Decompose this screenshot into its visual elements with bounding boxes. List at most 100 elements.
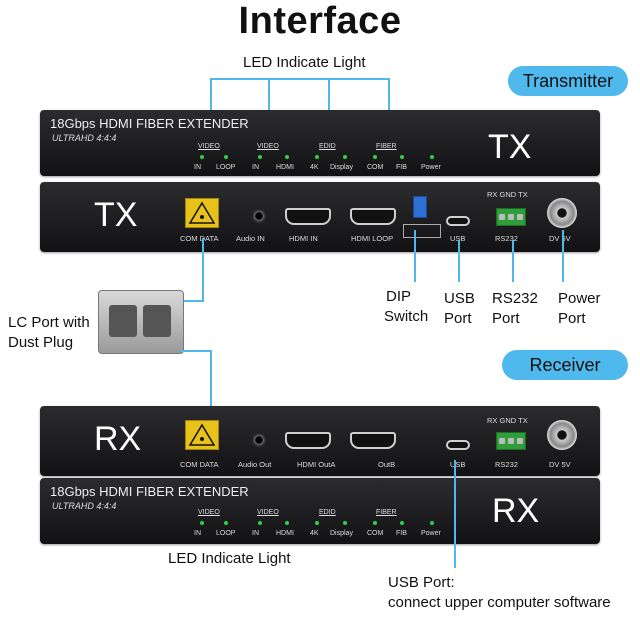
led-group-label: EDID — [319, 509, 336, 516]
led-label: IN — [194, 164, 201, 171]
port-label: Audio IN — [236, 234, 265, 243]
sfp-port — [185, 420, 219, 450]
port-label: USB — [450, 460, 466, 469]
lc-port-callout-line1: LC Port with — [8, 314, 90, 331]
led-label: LOOP — [216, 164, 236, 171]
led-group-label: VIDEO — [198, 509, 220, 516]
product-title: 18Gbps HDMI FIBER EXTENDER — [50, 116, 249, 131]
led-indicator — [343, 521, 347, 525]
led-label: IN — [252, 530, 259, 537]
rx-top-panel: 18Gbps HDMI FIBER EXTENDER ULTRAHD 4:4:4… — [40, 478, 600, 544]
rx-back-panel: RX COM DATA Audio Out HDMI OutA OutB USB… — [40, 406, 600, 476]
led-indicator — [400, 155, 404, 159]
rs232-terminal — [496, 432, 526, 450]
rs232-pins-label: RX GND TX — [487, 416, 528, 425]
audio-jack — [251, 208, 267, 224]
port-label: HDMI OutA — [297, 460, 336, 469]
led-indicator — [285, 155, 289, 159]
led-label: 4K — [310, 530, 319, 537]
usb-note-line1: USB Port: — [388, 574, 455, 591]
led-indicator — [200, 155, 204, 159]
connector-line — [458, 240, 460, 282]
led-label: FIB — [396, 164, 407, 171]
led-label: IN — [252, 164, 259, 171]
usb-port — [446, 440, 470, 450]
audio-jack — [251, 432, 267, 448]
product-subtitle: ULTRAHD 4:4:4 — [52, 133, 117, 143]
led-label: COM — [367, 164, 384, 171]
port-label: HDMI LOOP — [351, 234, 394, 243]
lc-port-socket — [109, 305, 137, 337]
led-group-label: FIBER — [376, 509, 397, 516]
connector-line — [180, 300, 204, 302]
hdmi-port — [350, 432, 396, 449]
led-indicator — [258, 155, 262, 159]
port-label: RS232 — [495, 234, 518, 243]
lc-port-callout-line2: Dust Plug — [8, 334, 74, 351]
hdmi-port — [285, 208, 331, 225]
led-label: FIB — [396, 530, 407, 537]
led-indicator — [224, 155, 228, 159]
rs232-callout-line2: Port — [492, 310, 520, 327]
led-label: Power — [421, 164, 441, 171]
connector-line — [562, 230, 564, 282]
tx-label: TX — [488, 128, 532, 166]
port-label: COM DATA — [180, 234, 219, 243]
led-indicator — [224, 521, 228, 525]
led-group-label: VIDEO — [257, 509, 279, 516]
led-indicator — [285, 521, 289, 525]
connector-line — [210, 78, 388, 80]
led-indicator — [373, 155, 377, 159]
led-label: LOOP — [216, 530, 236, 537]
dc-power-jack — [547, 420, 577, 450]
connector-line — [210, 350, 212, 420]
led-indicator — [400, 521, 404, 525]
led-label: COM — [367, 530, 384, 537]
dip-switch-legend — [403, 224, 441, 238]
led-group-label: VIDEO — [257, 143, 279, 150]
port-label: Audio Out — [238, 460, 272, 469]
port-label: HDMI IN — [289, 234, 318, 243]
dip-callout-line2: Switch — [384, 308, 429, 325]
led-indicator — [315, 521, 319, 525]
power-led — [430, 155, 434, 159]
connector-line — [414, 230, 416, 282]
rs232-callout-line1: RS232 — [492, 290, 538, 307]
led-indicator — [373, 521, 377, 525]
receiver-badge: Receiver — [502, 350, 628, 380]
port-label: DV 5V — [549, 234, 571, 243]
rs232-terminal — [496, 208, 526, 226]
led-indicator — [343, 155, 347, 159]
hdmi-port — [285, 432, 331, 449]
connector-line — [202, 238, 204, 302]
led-label: Display — [330, 530, 353, 537]
lc-port-socket — [143, 305, 171, 337]
led-group-label: EDID — [319, 143, 336, 150]
transmitter-badge: Transmitter — [508, 66, 628, 96]
led-label: Display — [330, 164, 353, 171]
tx-top-panel: 18Gbps HDMI FIBER EXTENDER ULTRAHD 4:4:4… — [40, 110, 600, 176]
rx-label: RX — [492, 492, 540, 530]
page-title: Interface — [238, 0, 402, 42]
power-led — [430, 521, 434, 525]
product-title: 18Gbps HDMI FIBER EXTENDER — [50, 484, 249, 499]
led-group-label: FIBER — [376, 143, 397, 150]
rs232-pins-label: RX GND TX — [487, 190, 528, 199]
usb-port — [446, 216, 470, 226]
sfp-port — [185, 198, 219, 228]
led-indicator — [258, 521, 262, 525]
led-callout-top: LED Indicate Light — [243, 54, 366, 71]
hdmi-port — [350, 208, 396, 225]
connector-line — [180, 350, 212, 352]
led-label: HDMI — [276, 164, 294, 171]
dip-switch[interactable] — [413, 196, 427, 218]
led-callout-bottom: LED Indicate Light — [168, 550, 291, 567]
port-label: RS232 — [495, 460, 518, 469]
laser-warning-icon — [188, 201, 216, 224]
led-indicator — [200, 521, 204, 525]
tx-label: TX — [94, 196, 138, 234]
tx-back-panel: TX COM DATA Audio IN HDMI IN HDMI LOOP U… — [40, 182, 600, 252]
power-callout-line2: Port — [558, 310, 586, 327]
lc-port-module — [98, 290, 184, 354]
led-label: HDMI — [276, 530, 294, 537]
